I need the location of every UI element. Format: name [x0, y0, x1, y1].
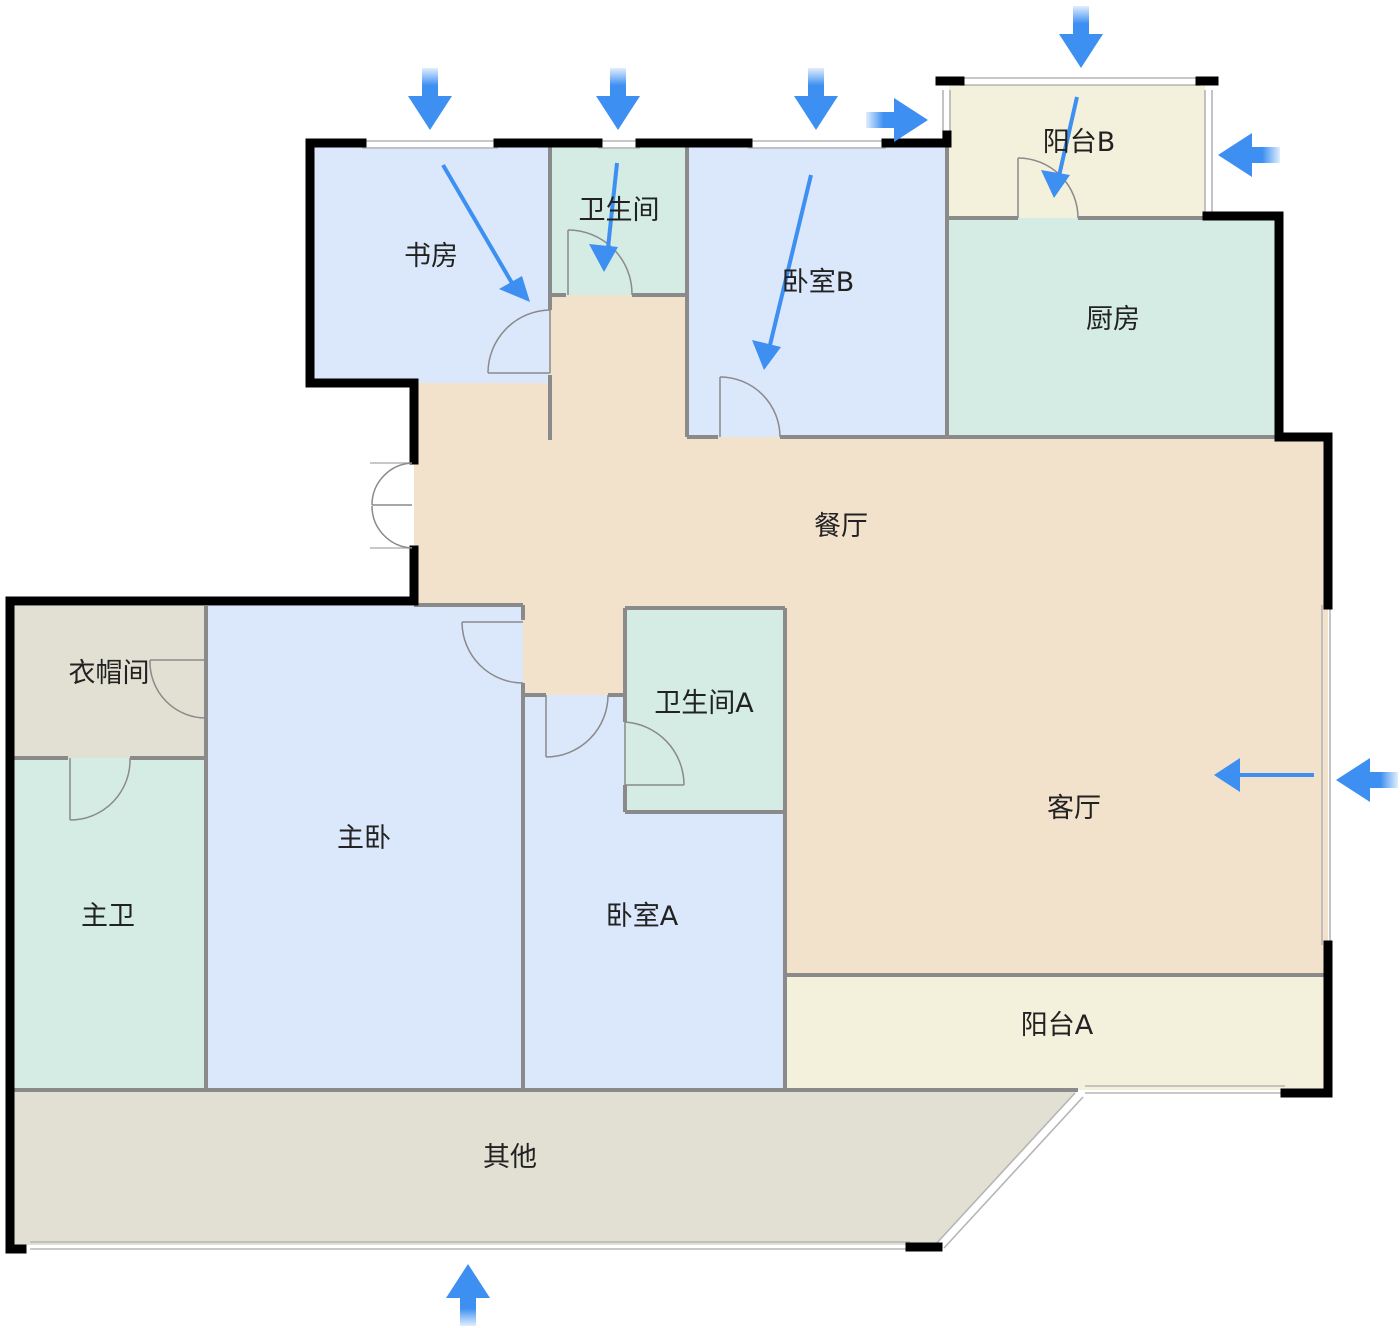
room-label-master-bedroom: 主卧: [337, 823, 391, 854]
room-label-kitchen: 厨房: [1086, 304, 1140, 335]
balcony-a-room: [785, 975, 1328, 1090]
room-label-study: 书房: [404, 241, 458, 272]
bathroom-top-room: [550, 147, 687, 295]
wind-arrow-down-icon: [596, 68, 640, 130]
bathroom-a-door: [624, 721, 685, 786]
room-label-bathroom-a: 卫生间A: [654, 688, 754, 719]
bedroom-b-door: [719, 376, 781, 438]
arrow-icon: [752, 174, 813, 370]
arrow-icon: [589, 162, 619, 272]
study-room: [314, 147, 550, 383]
room-label-cloakroom: 衣帽间: [69, 658, 150, 689]
room-label-living: 客厅: [1047, 793, 1101, 824]
other-room: [14, 1090, 1078, 1245]
arrow-icon: [441, 163, 530, 302]
room-label-bedroom-a: 卧室A: [606, 901, 679, 932]
exterior-walls: [5, 76, 1333, 1254]
bedroom-a-door: [545, 694, 609, 758]
arrow-icon: [1214, 758, 1314, 792]
wind-arrow-up-icon: [446, 1264, 490, 1326]
kitchen-room: [947, 218, 1277, 437]
cloakroom-door: [149, 659, 207, 719]
balcony-b-room: [949, 85, 1205, 218]
wind-arrow-down-icon: [794, 68, 838, 130]
doors: [69, 157, 1079, 821]
arrow-icon: [1041, 96, 1079, 198]
master-bath-door: [69, 757, 131, 821]
airflow-arrows-interior: [441, 96, 1314, 792]
room-label-balcony-a: 阳台A: [1021, 1010, 1094, 1041]
room-label-master-bath: 主卫: [81, 901, 135, 932]
room-fills: [14, 85, 1328, 1245]
interior-walls: [14, 147, 1328, 1092]
bedroom-a-room: [523, 695, 785, 1090]
master-bedroom-room: [206, 606, 523, 1090]
room-label-balcony-b: 阳台B: [1043, 127, 1116, 158]
wind-arrow-down-icon: [408, 68, 452, 130]
room-labels: 书房 卫生间 卧室B 阳台B 厨房 餐厅 衣帽间 主卫 主卧 卫生间A 卧室A …: [69, 127, 1141, 1173]
room-label-other: 其他: [483, 1142, 537, 1173]
cloakroom-room: [14, 606, 206, 758]
master-bedroom-door: [461, 621, 524, 684]
windows: [30, 77, 1331, 1250]
wind-arrow-down-icon: [1059, 6, 1103, 68]
wind-arrows-exterior: [408, 6, 1398, 1326]
study-door: [487, 309, 551, 374]
wind-arrow-left-icon: [1336, 758, 1398, 802]
room-label-bathroom-top: 卫生间: [579, 195, 660, 226]
entrance-double-door: [371, 462, 413, 549]
room-label-bedroom-b: 卧室B: [782, 267, 855, 298]
room-label-dining: 餐厅: [814, 511, 868, 542]
bedroom-b-room: [687, 147, 947, 437]
master-bath-room: [14, 758, 206, 1090]
wind-arrow-right-icon: [866, 98, 928, 142]
bathroom-a-room: [625, 608, 785, 812]
wind-arrow-left-icon: [1218, 133, 1280, 177]
